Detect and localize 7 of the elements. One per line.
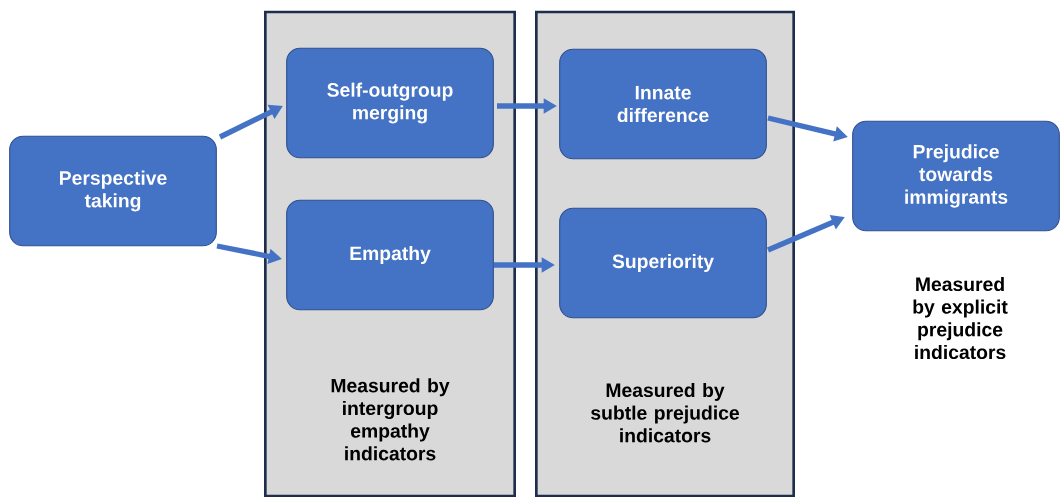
process-box: Prejudice towards immigrants bbox=[852, 120, 1060, 232]
process-box: Superiority bbox=[559, 207, 767, 319]
process-box: Empathy bbox=[286, 199, 494, 311]
process-box: Self-outgroup merging bbox=[286, 47, 494, 159]
caption-text: Measured by explicit prejudice indicators bbox=[913, 276, 1008, 360]
process-box: Innate difference bbox=[559, 48, 767, 160]
process-box: Perspective taking bbox=[9, 135, 217, 247]
